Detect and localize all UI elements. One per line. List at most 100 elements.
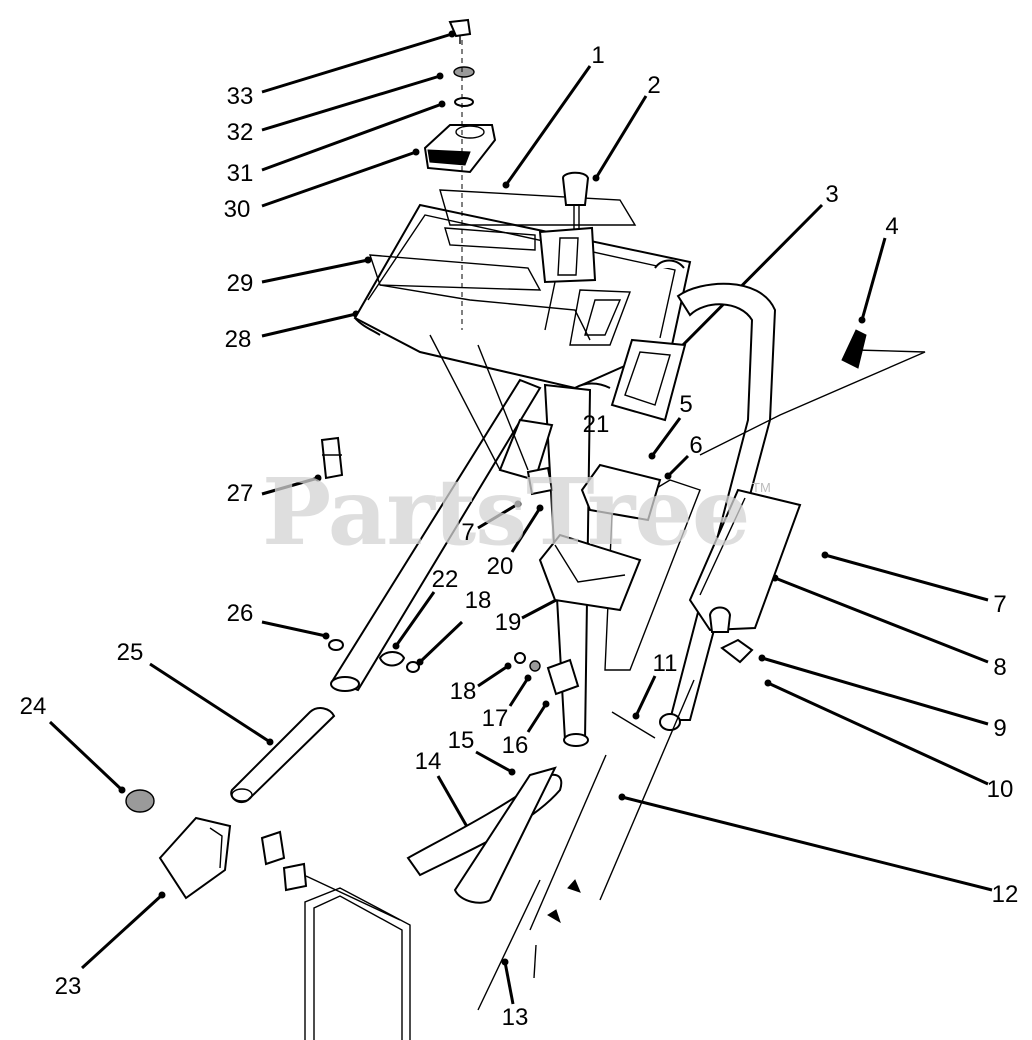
callout-27: 27 <box>226 480 254 507</box>
leader-line-13 <box>503 961 515 1005</box>
callout-24: 24 <box>19 693 47 720</box>
handle-grip-console <box>125 789 411 1040</box>
cables <box>477 679 695 1011</box>
leader-dot-2 <box>592 174 600 182</box>
leader-dot-6 <box>664 472 672 480</box>
leader-dot-32 <box>436 72 444 80</box>
leader-dot-7b <box>821 551 829 559</box>
trademark-mark: TM <box>752 480 771 495</box>
callout-21: 21 <box>582 411 610 438</box>
leader-dot-17 <box>524 674 532 682</box>
callout-31: 31 <box>226 160 254 187</box>
leader-dot-18b <box>504 662 512 670</box>
leader-line-7a <box>477 502 519 530</box>
leader-line-7b <box>824 553 989 602</box>
leader-dot-10 <box>764 679 772 687</box>
leader-dot-31 <box>438 100 446 108</box>
callout-28: 28 <box>224 326 252 353</box>
leader-line-4 <box>860 237 887 321</box>
leader-line-23 <box>80 893 164 970</box>
callout-20: 20 <box>486 553 514 580</box>
leader-line-15 <box>475 750 513 774</box>
leader-dot-11 <box>632 712 640 720</box>
leader-line-19 <box>521 596 561 620</box>
leader-dot-20 <box>536 504 544 512</box>
leader-line-30 <box>261 150 417 208</box>
leader-line-1 <box>504 65 592 186</box>
callout-18b: 18 <box>449 678 477 705</box>
callout-5: 5 <box>679 391 693 418</box>
shift-lever <box>538 171 597 331</box>
watermark: PartsTree <box>262 458 750 566</box>
leader-line-20 <box>510 507 542 553</box>
leader-line-8 <box>774 576 989 664</box>
callout-25: 25 <box>116 639 144 666</box>
callout-2: 2 <box>647 72 661 99</box>
callout-18a: 18 <box>464 587 492 614</box>
callout-26: 26 <box>226 600 254 627</box>
wire-and-clip <box>699 329 926 456</box>
callout-23: 23 <box>54 973 82 1000</box>
leader-line-29 <box>261 258 369 284</box>
leader-line-22 <box>394 591 436 647</box>
leader-line-2 <box>594 95 648 179</box>
leader-line-12 <box>621 795 993 892</box>
leader-line-3 <box>670 203 824 358</box>
leader-dot-22 <box>392 642 400 650</box>
leader-line-18a <box>418 620 464 664</box>
leader-dot-25 <box>266 738 274 746</box>
leader-dot-26 <box>322 632 330 640</box>
callout-30: 30 <box>223 196 251 223</box>
callout-11: 11 <box>652 650 678 677</box>
callout-22: 22 <box>431 566 459 593</box>
leader-line-28 <box>261 312 357 338</box>
leader-dot-27 <box>314 474 322 482</box>
leader-dot-7a <box>514 500 522 508</box>
callout-1: 1 <box>591 42 605 69</box>
callout-4: 4 <box>885 213 899 240</box>
leader-dot-24 <box>118 786 126 794</box>
callout-9: 9 <box>993 715 1007 742</box>
leader-line-10 <box>767 681 989 786</box>
leader-line-11 <box>634 675 657 717</box>
leader-line-26 <box>261 620 327 638</box>
callout-17: 17 <box>481 705 509 732</box>
left-handle-tube <box>230 378 542 804</box>
leader-line-25 <box>149 662 271 744</box>
leader-line-24 <box>48 720 124 792</box>
leader-dot-13 <box>501 958 509 966</box>
leader-line-16 <box>526 703 548 733</box>
callout-14: 14 <box>414 748 442 775</box>
callout-6: 6 <box>689 432 703 459</box>
callout-13: 13 <box>501 1004 529 1031</box>
callout-7a: 7 <box>461 519 475 546</box>
leader-dot-23 <box>158 891 166 899</box>
leader-line-5 <box>650 417 682 457</box>
leader-dot-1 <box>502 181 510 189</box>
callout-8: 8 <box>993 654 1007 681</box>
knob-assembly <box>423 18 497 330</box>
leader-dot-12 <box>618 793 626 801</box>
callout-16: 16 <box>501 732 529 759</box>
leader-dot-5 <box>648 452 656 460</box>
callout-32: 32 <box>226 119 254 146</box>
brackets <box>538 338 802 664</box>
callout-29: 29 <box>226 270 254 297</box>
leader-line-18b <box>477 664 509 688</box>
callout-10: 10 <box>986 776 1014 803</box>
leader-dot-29 <box>364 256 372 264</box>
callout-19: 19 <box>494 609 522 636</box>
leader-dot-30 <box>412 148 420 156</box>
callout-33: 33 <box>226 83 254 110</box>
bottom-clamp <box>406 766 563 904</box>
small-hardware <box>320 436 580 696</box>
leader-line-33 <box>261 32 453 94</box>
leader-line-6 <box>666 454 690 478</box>
leader-line-14 <box>436 775 472 833</box>
callout-7b: 7 <box>993 591 1007 618</box>
leader-dot-9 <box>758 654 766 662</box>
leader-dot-4 <box>858 316 866 324</box>
leader-line-32 <box>261 74 441 132</box>
leader-line-9 <box>761 656 989 726</box>
